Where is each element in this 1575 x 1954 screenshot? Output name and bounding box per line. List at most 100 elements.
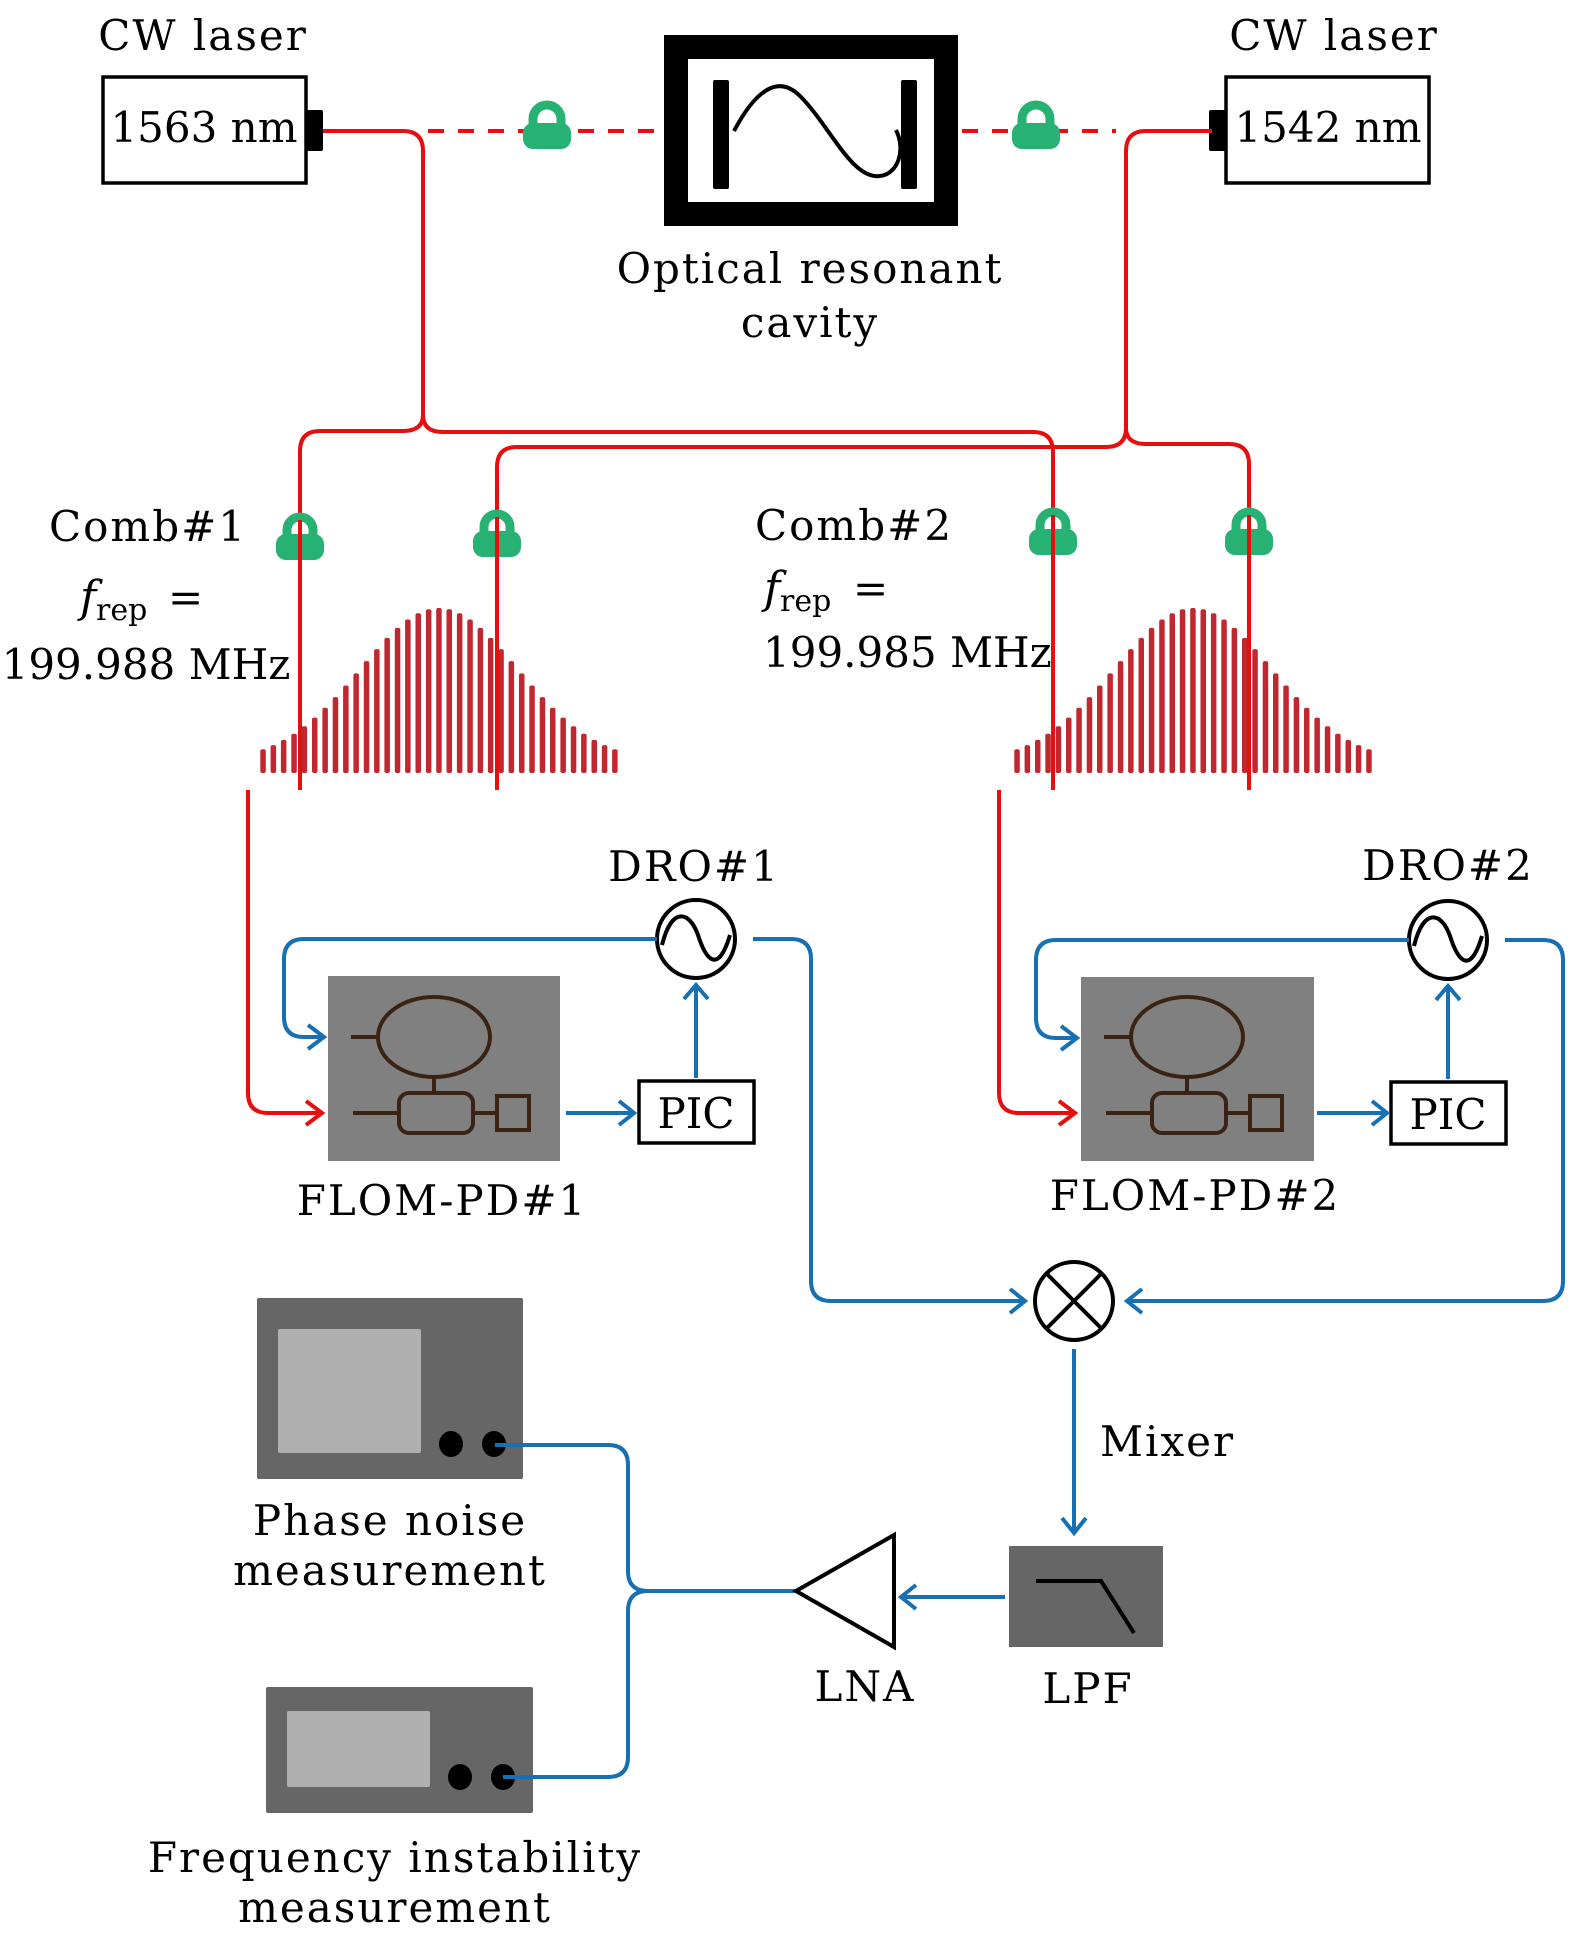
comb1-frep-subscript: rep (96, 593, 147, 628)
comb-tooth (1066, 717, 1072, 773)
flom2-label: FLOM-PD#2 (1050, 1171, 1341, 1220)
cw-laser-1542: CW laser 1542 nm (1209, 11, 1437, 185)
comb-tooth (343, 685, 349, 773)
comb2-spectrum (1014, 608, 1372, 773)
lpf-box (1009, 1546, 1163, 1647)
lpf-label: LPF (1042, 1664, 1133, 1713)
comb1-spectrum (260, 608, 618, 773)
cable-dro2-to-mixer (1129, 938, 1565, 1303)
comb-tooth (1159, 619, 1165, 773)
comb-tooth (1210, 613, 1217, 773)
flom-pd-2: FLOM-PD#2 (1050, 977, 1341, 1220)
comb-tooth (446, 609, 452, 773)
comb-tooth (1355, 745, 1362, 773)
dro1-label: DRO#1 (608, 842, 780, 891)
comb-tooth (1262, 661, 1269, 773)
lna-label: LNA (815, 1662, 916, 1711)
fiber-1563-to-comb1 (298, 414, 425, 790)
lock-icon (523, 100, 571, 149)
comb-tooth (1179, 609, 1186, 773)
mixer: Mixer (1033, 1260, 1233, 1466)
frequency-label-line2: measurement (238, 1883, 552, 1932)
frequency-counter: Frequency instability measurement (148, 1687, 642, 1932)
flom2-pd-port-icon (1248, 1094, 1284, 1132)
comb-tooth (1200, 609, 1206, 773)
comb-tooth (291, 733, 297, 773)
comb-tooth (1324, 726, 1331, 773)
cavity-mirror-left (713, 80, 729, 189)
pic-2: PIC (1389, 1080, 1508, 1146)
comb-tooth (1231, 627, 1238, 773)
comb-tooth (312, 717, 318, 773)
comb-tooth (394, 627, 401, 773)
fiber-1542-to-comb2 (1124, 427, 1251, 790)
low-pass-filter: LPF (1009, 1546, 1163, 1713)
cable-dro2-to-flom2 (1034, 938, 1409, 1040)
lock-icon (1012, 100, 1060, 149)
rf-cables (282, 937, 1565, 1779)
cavity-frame (664, 35, 958, 226)
laser-1542-connector (1209, 110, 1226, 151)
flom1-optical-arrowhead (304, 1099, 326, 1127)
laser-1563-wavelength: 1563 nm (110, 103, 297, 152)
comb1-frep-equals: = (168, 573, 203, 622)
flom2-rf-arrowhead (1059, 1024, 1081, 1052)
fiber-1563-main (323, 129, 425, 415)
comb-tooth (1283, 685, 1289, 773)
comb-tooth (1128, 649, 1134, 773)
comb-tooth (280, 739, 287, 773)
comb-tooth (1107, 673, 1113, 773)
dro2-label: DRO#2 (1362, 841, 1534, 890)
phase-noise-instrument-port (482, 1431, 506, 1457)
comb-tooth (1314, 717, 1320, 773)
flom1-pd-port-icon (495, 1094, 531, 1132)
frequency-label-line1: Frequency instability (148, 1833, 642, 1882)
lock-icons (276, 100, 1273, 560)
comb-tooth (1304, 707, 1310, 773)
flom2-optical-arrowhead (1057, 1099, 1079, 1127)
comb-tooth (612, 749, 618, 773)
laser-1563-connector (306, 110, 323, 151)
phase-noise-instrument-knob (439, 1431, 463, 1457)
dro1-oscillator-icon (655, 898, 737, 980)
comb-tooth (1190, 608, 1196, 773)
comb-tooth (1024, 745, 1031, 773)
pic1-box (637, 1079, 756, 1145)
comb-tooth (467, 619, 473, 773)
comb-tooth (260, 749, 266, 773)
comb2-frep-subscript: rep (780, 584, 831, 619)
comb-tooth (477, 627, 484, 773)
lna-input-arrowhead (897, 1583, 918, 1611)
dro2-oscillator-icon (1407, 899, 1489, 981)
fiber-1542-to-comb1 (495, 427, 1128, 790)
comb-tooth (1366, 749, 1372, 773)
comb-tooth (332, 697, 339, 773)
comb-tooth (1252, 649, 1258, 773)
fiber-1542-main (1124, 129, 1212, 428)
laser-1542-wavelength: 1542 nm (1234, 103, 1421, 152)
fiber-comb1-to-flom1 (246, 790, 320, 1115)
laser-1563-caption: CW laser (98, 11, 308, 60)
comb-tooth (1086, 697, 1093, 773)
phase-noise-instrument-screen (278, 1329, 421, 1453)
comb-tooth (1138, 637, 1144, 773)
pic1-label: PIC (658, 1089, 735, 1138)
comb-tooth (322, 707, 328, 773)
comb-tooth (456, 613, 463, 773)
comb-tooth (384, 637, 390, 773)
comb-tooth (550, 707, 556, 773)
comb-tooth (498, 649, 504, 773)
dro-1: DRO#1 (608, 842, 780, 980)
comb-tooth (487, 637, 494, 773)
comb-tooth (519, 673, 525, 773)
pic2-box (1389, 1080, 1508, 1146)
comb-tooth (560, 717, 566, 773)
comb-tooth (1097, 685, 1103, 773)
comb2-frep-value: 199.985 MHz (763, 628, 1052, 677)
fiber-comb2-to-flom2 (997, 790, 1073, 1115)
comb2-name: Comb#2 (755, 501, 953, 550)
cavity-label-line1: Optical resonant (617, 244, 1004, 293)
cable-dro1-to-flom1 (282, 937, 657, 1039)
comb-tooth (1045, 733, 1051, 773)
